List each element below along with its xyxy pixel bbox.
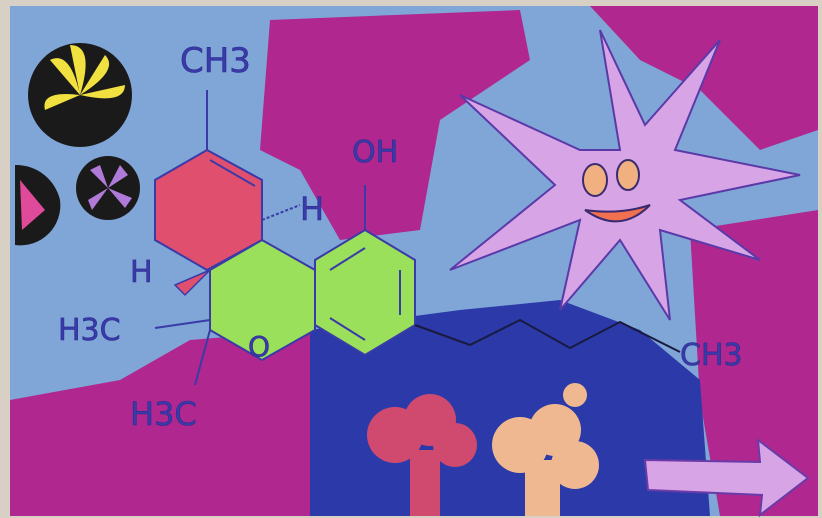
magenta-patch-bottom-left: [10, 330, 310, 516]
bond-methyl-left-lower: [194, 329, 211, 386]
leaf-circle-large: [28, 43, 132, 147]
aromatic-bond-1: [329, 247, 366, 271]
ring-cyclohexene: [154, 148, 263, 272]
label-methyl-tail: CH3: [680, 338, 743, 373]
right-arrow-icon: [643, 437, 810, 518]
smile-mouth-icon: [584, 204, 651, 223]
label-hydrogen-left: H: [130, 255, 153, 290]
label-hydroxyl: OH: [352, 135, 398, 170]
wedge-bond-hydrogen-left: [173, 269, 211, 297]
bond-methyl-left-upper: [154, 319, 211, 329]
label-methyl-left-upper: H3C: [58, 313, 121, 348]
bond-hydrogen-right: [261, 204, 301, 221]
leaf-circle-small-left: [15, 164, 61, 246]
pentyl-chain: [414, 318, 681, 353]
red-smoke-puff: [367, 394, 477, 516]
magenta-patch-right: [690, 210, 818, 516]
leaf-circle-small-right: [76, 156, 140, 220]
orange-smoke-puff: [492, 383, 599, 516]
smiling-leaf-character: [449, 29, 801, 321]
label-ring-oxygen: O: [248, 330, 270, 363]
double-bond-line: [209, 159, 256, 187]
label-hydrogen-right: H: [300, 190, 324, 228]
aromatic-bond-3: [329, 317, 366, 341]
label-methyl-left-lower: H3C: [130, 395, 197, 433]
label-methyl-top: CH3: [180, 41, 251, 81]
right-eye-icon: [616, 159, 640, 191]
left-eye-icon: [582, 163, 608, 197]
magenta-patch-top: [260, 10, 530, 240]
